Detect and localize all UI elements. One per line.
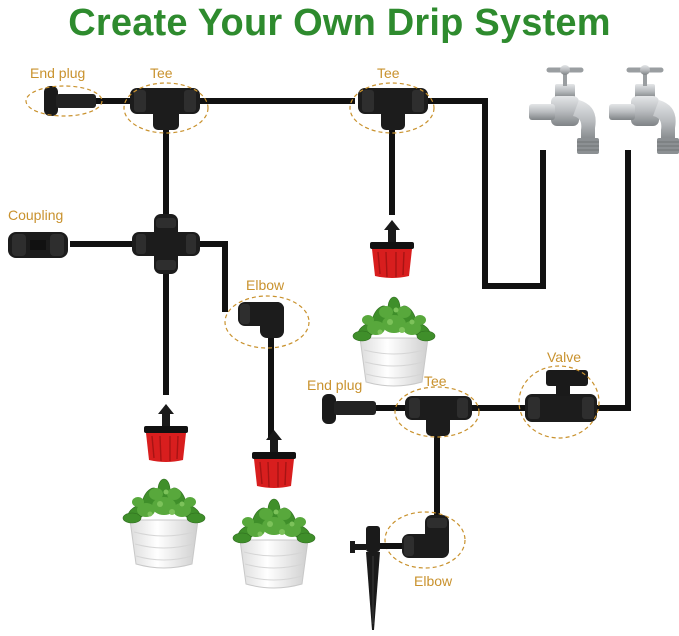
plant-right-top xyxy=(352,296,436,387)
label-end-plug-top: End plug xyxy=(30,65,85,81)
dripper-right-top xyxy=(369,219,415,279)
tee-top-right: Tee xyxy=(349,65,435,134)
tee-bottom: Tee xyxy=(394,373,480,438)
elbow-bottom: Elbow xyxy=(384,511,466,589)
label-end-plug-bottom: End plug xyxy=(307,377,362,393)
end-plug-top: End plug xyxy=(25,65,103,117)
end-plug-bottom: End plug xyxy=(307,377,376,424)
cross-connector xyxy=(132,214,200,274)
dripper-left xyxy=(143,403,189,463)
elbow-mid: Elbow xyxy=(224,277,310,349)
label-valve: Valve xyxy=(547,349,581,365)
label-elbow-bottom: Elbow xyxy=(414,573,453,589)
dripper-middle xyxy=(251,429,297,489)
label-tee-top-right: Tee xyxy=(377,65,400,81)
plant-middle xyxy=(232,498,316,589)
tee-top-left: Tee xyxy=(123,65,209,134)
label-elbow-mid: Elbow xyxy=(246,277,285,293)
label-tee-top-left: Tee xyxy=(150,65,173,81)
plant-left xyxy=(122,478,206,569)
page-title: Create Your Own Drip System xyxy=(68,2,611,44)
faucet-left xyxy=(529,65,599,154)
label-tee-bottom: Tee xyxy=(424,373,447,389)
coupling: Coupling xyxy=(8,207,68,258)
label-coupling: Coupling xyxy=(8,207,63,223)
valve: Valve xyxy=(518,349,600,439)
faucet-right xyxy=(609,65,679,154)
stake-emitter xyxy=(350,526,402,630)
